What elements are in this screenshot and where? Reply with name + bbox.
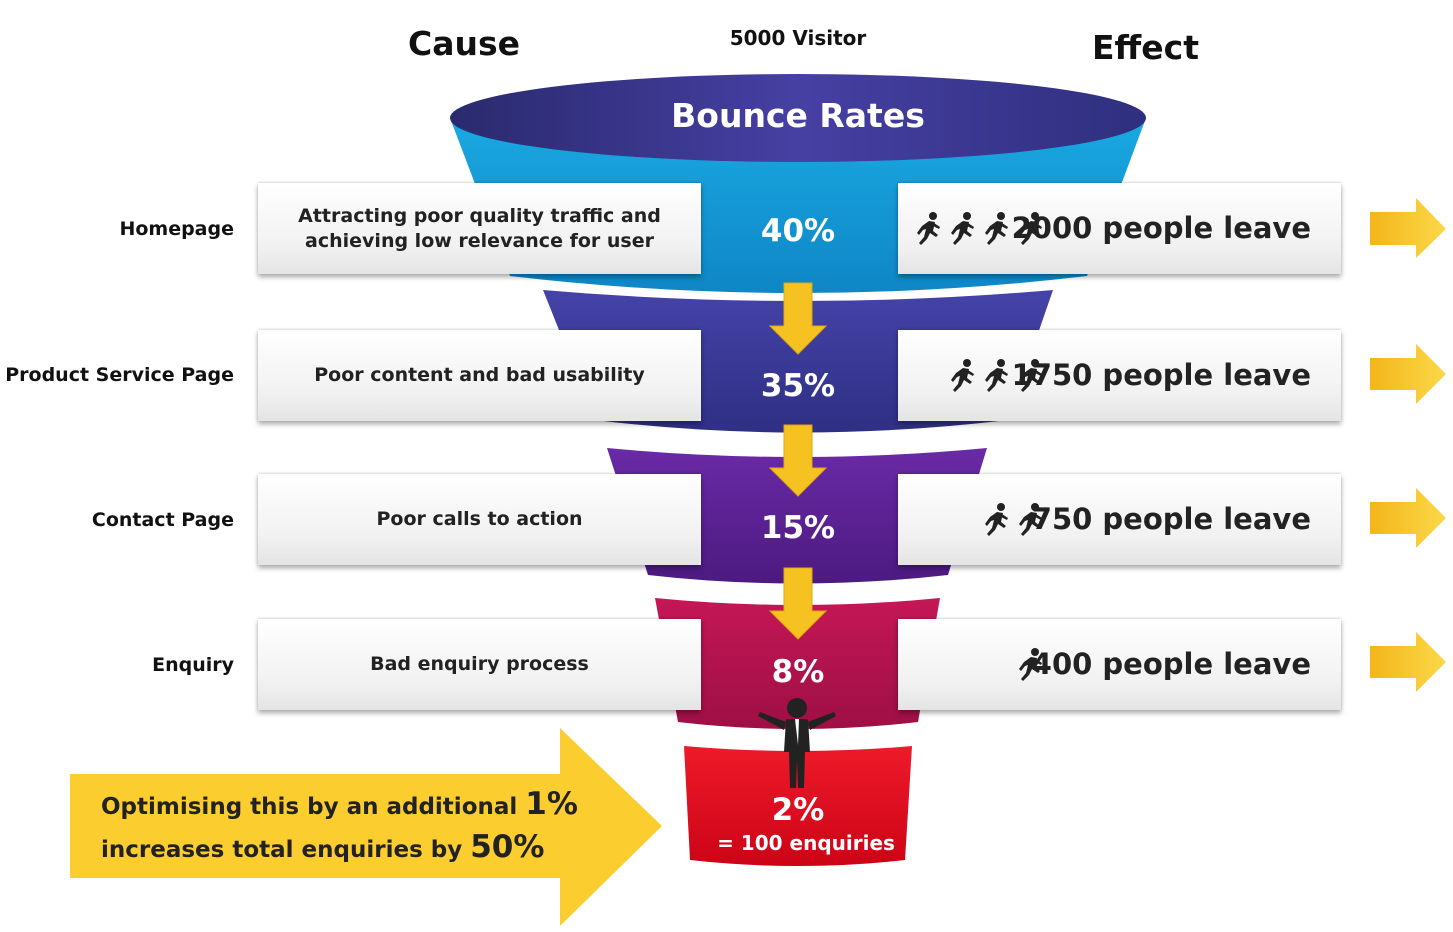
callout-text: Optimising this by an additional 1% incr… (101, 784, 621, 870)
funnel-title: Bounce Rates (671, 96, 925, 135)
runner-icon (946, 358, 978, 394)
exit-arrow-4 (1370, 632, 1446, 692)
effect-text-contact: 750 people leave (1031, 502, 1311, 536)
result-detail: = 100 enquiries (717, 831, 895, 855)
cause-header: Cause (408, 24, 521, 63)
person-icon (758, 698, 836, 788)
runner-icon (1014, 502, 1046, 538)
funnel-section-result (684, 746, 912, 866)
callout-value-1: 1% (525, 786, 578, 822)
runner-icon (980, 502, 1012, 538)
down-arrow-1 (768, 282, 828, 355)
exit-arrow-3 (1370, 488, 1446, 548)
runner-icon (980, 211, 1012, 247)
effect-text-product: 1750 people leave (1011, 358, 1311, 392)
stage-label-contact: Contact Page (91, 509, 234, 531)
stage-label-homepage: Homepage (119, 218, 234, 240)
exit-arrow-2 (1370, 344, 1446, 404)
runner-icon (912, 211, 944, 247)
effect-text-enquiry: 400 people leave (1031, 647, 1311, 681)
callout-line1: Optimising this by an additional (101, 794, 518, 820)
callout-arrow (70, 728, 662, 926)
runner-icon (1014, 358, 1046, 394)
effect-text-homepage: 2000 people leave (1011, 211, 1311, 245)
runner-group (946, 358, 1046, 394)
effect-card-homepage: 2000 people leave (898, 183, 1341, 274)
cause-card-contact: Poor calls to action (258, 474, 701, 565)
funnel-section-enquiry (655, 598, 940, 729)
exit-arrow-1 (1370, 198, 1446, 258)
rate-result: 2% (771, 792, 825, 828)
effect-header: Effect (1092, 28, 1199, 67)
effect-card-enquiry: 400 people leave (898, 619, 1341, 710)
effect-card-contact: 750 people leave (898, 474, 1341, 565)
runner-group (1014, 647, 1046, 683)
effect-card-product: 1750 people leave (898, 330, 1341, 421)
callout-value-2: 50% (470, 829, 545, 865)
runner-icon (1014, 647, 1046, 683)
cause-card-product: Poor content and bad usability (258, 330, 701, 421)
cause-card-homepage: Attracting poor quality traffic and achi… (258, 183, 701, 274)
visitor-count: 5000 Visitor (729, 26, 867, 50)
down-arrow-3 (768, 567, 828, 640)
runner-icon (980, 358, 1012, 394)
runner-icon (946, 211, 978, 247)
runner-group (980, 502, 1046, 538)
stage-label-enquiry: Enquiry (152, 654, 234, 676)
funnel-rim (450, 74, 1146, 162)
rate-product: 35% (760, 368, 836, 404)
funnel-section-contact (607, 448, 987, 584)
rate-homepage: 40% (760, 213, 836, 249)
runner-icon (1014, 211, 1046, 247)
rate-enquiry: 8% (771, 654, 825, 690)
runner-group (912, 211, 1046, 247)
cause-card-enquiry: Bad enquiry process (258, 619, 701, 710)
callout-line2: increases total enquiries by (101, 837, 463, 863)
down-arrow-2 (768, 424, 828, 497)
rate-contact: 15% (760, 510, 836, 546)
stage-label-product: Product Service Page (5, 364, 234, 386)
